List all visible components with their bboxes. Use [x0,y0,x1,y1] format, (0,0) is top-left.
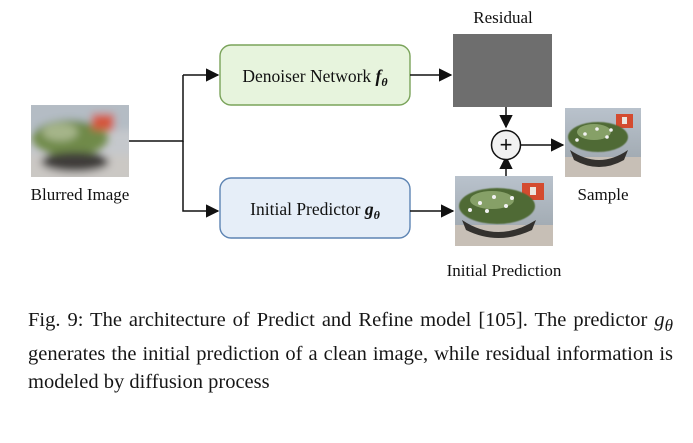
residual-image [453,34,552,107]
caption-subscript: θ [664,316,673,336]
residual-label: Residual [473,8,533,27]
sample-label: Sample [578,185,629,204]
caption-symbol: g [654,309,665,331]
blurred-image-label: Blurred Image [31,185,130,204]
flow-arrows [129,68,565,218]
initial-predictor-label: Initial Predictor gθ [250,199,380,222]
sum-node [490,129,522,161]
arrow-to-predictor [182,141,220,218]
sum-symbol: + [500,132,513,157]
sample-image [565,108,641,177]
caption-prefix: Fig. 9: The architecture of Predict and … [28,309,655,331]
initial-prediction-image [455,176,553,246]
initial-predictor-box [219,177,411,239]
initial-prediction-label: Initial Prediction [447,261,562,280]
caption-suffix: generates the initial prediction of a cl… [28,343,673,394]
blurred-image-thumbnail [31,105,129,177]
denoiser-network-label: Denoiser Network fθ [242,66,388,89]
architecture-diagram: Denoiser Network fθ Initial Predictor gθ… [31,8,641,280]
figure-caption: Fig. 9: The architecture of Predict and … [28,306,673,396]
arrow-blurred-to-branches [129,75,184,142]
